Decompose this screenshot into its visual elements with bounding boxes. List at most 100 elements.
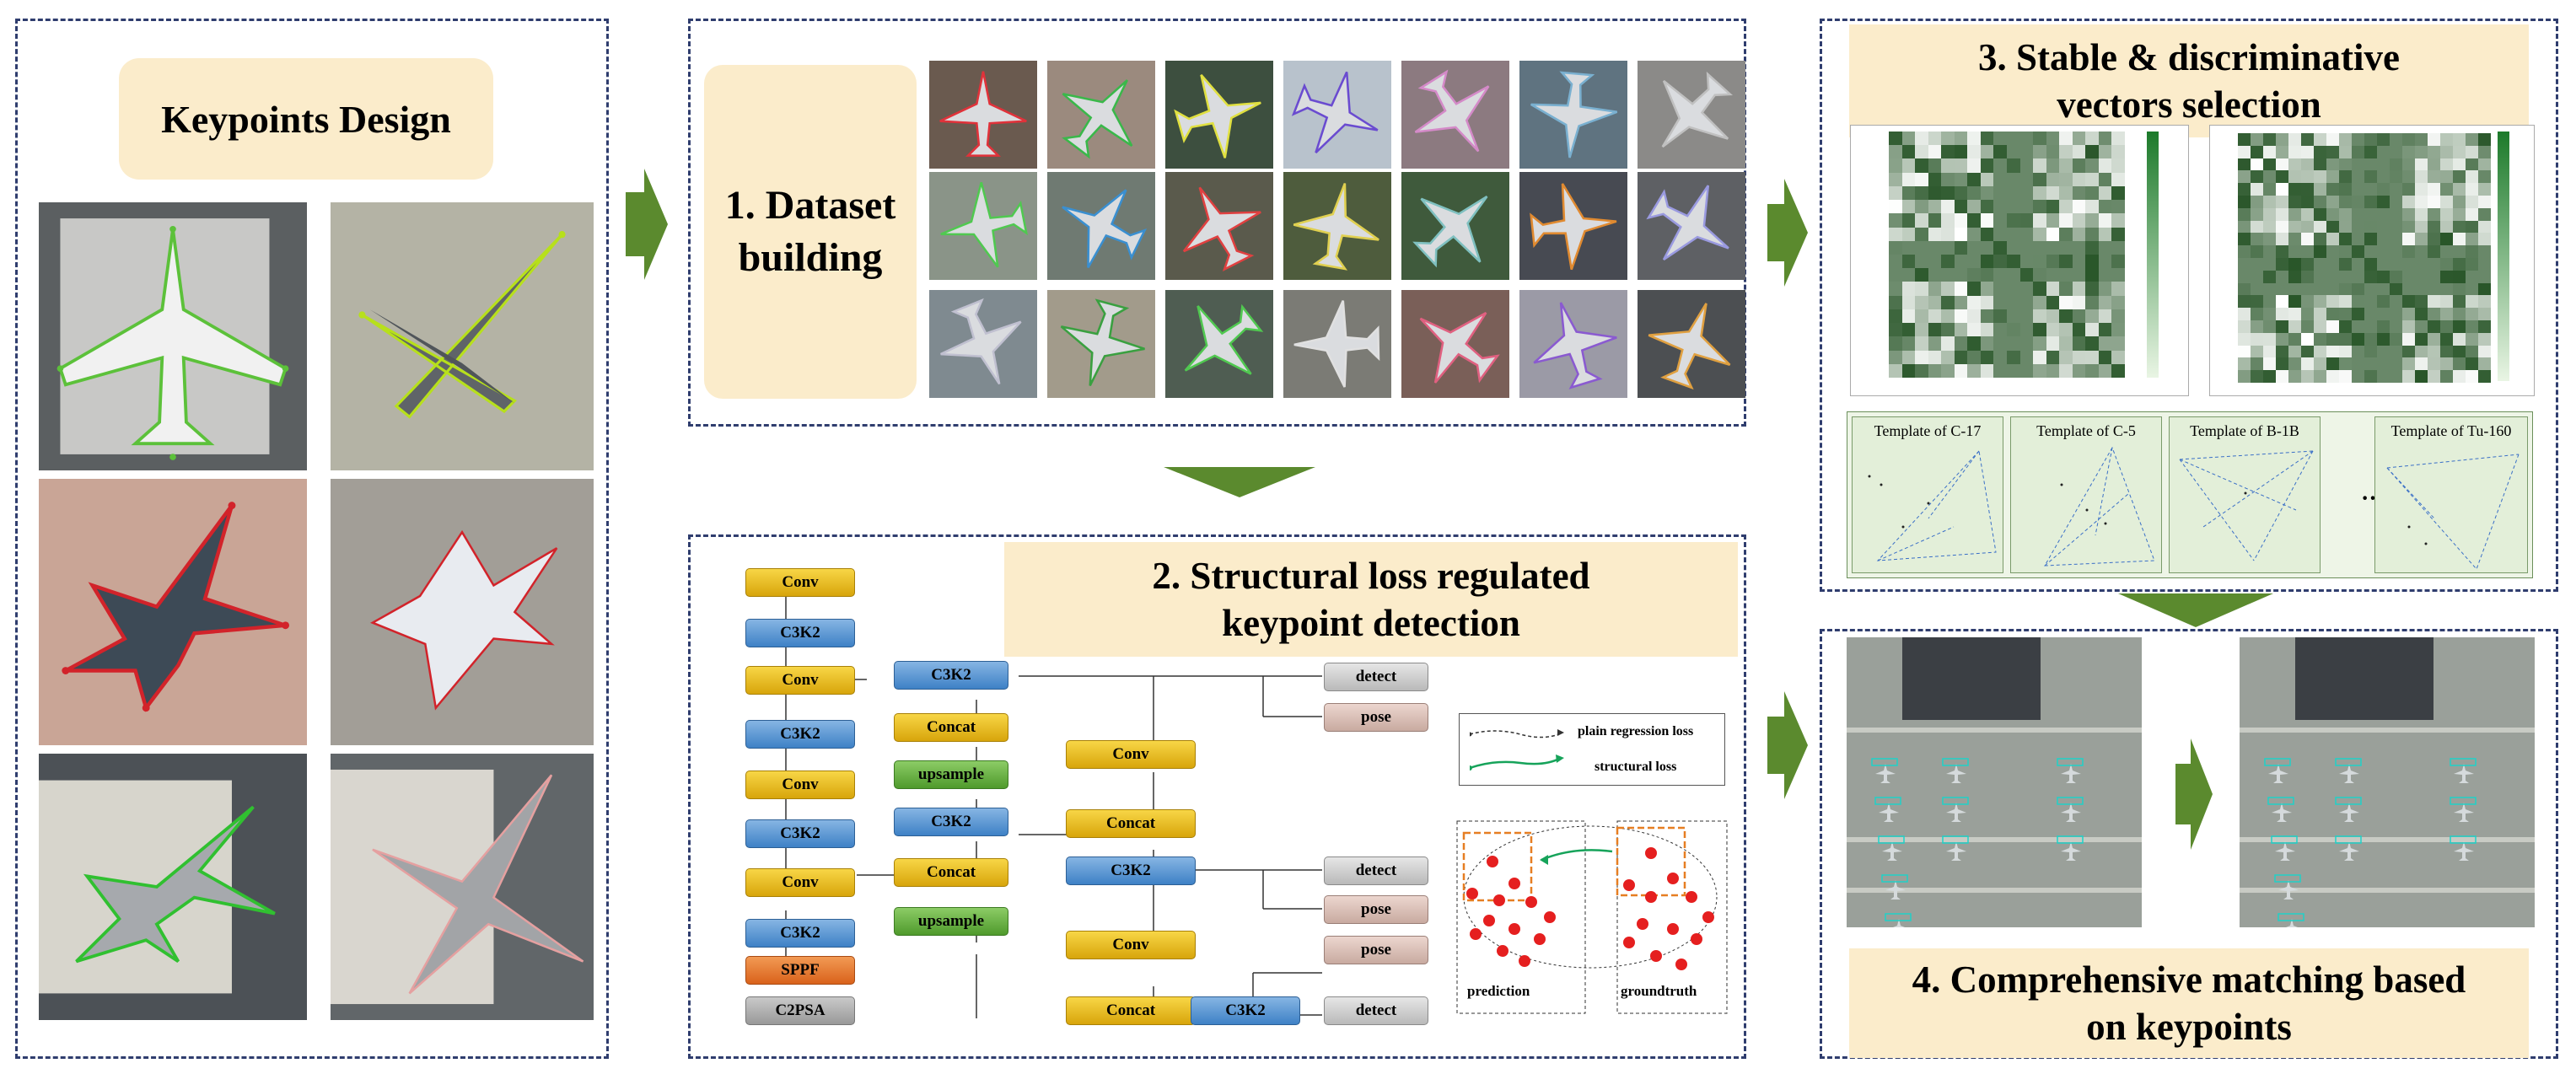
heatmap-cell xyxy=(2453,233,2466,246)
heatmap-cell xyxy=(2453,145,2466,158)
heatmap-cell xyxy=(1928,213,1942,228)
heatmap-cell xyxy=(2326,270,2339,283)
heatmap-cell xyxy=(2098,282,2112,296)
heatmap-cell xyxy=(2098,295,2112,309)
heatmap-cell xyxy=(2033,268,2046,282)
heatmap-cell xyxy=(1993,363,2007,378)
heatmap-cell xyxy=(2098,363,2112,378)
keypoint-image-1 xyxy=(39,202,307,470)
heatmap-cell xyxy=(1928,227,1942,241)
heatmap-cell xyxy=(2033,172,2046,186)
heatmap-cell xyxy=(1954,350,1968,364)
heatmap-cell xyxy=(2276,245,2288,258)
heatmap-cell xyxy=(2352,158,2364,171)
heatmap-cell xyxy=(2415,282,2428,296)
heatmap-cell xyxy=(2276,357,2288,371)
heatmap-cell xyxy=(2046,363,2060,378)
dataset-thumbnail xyxy=(1519,290,1627,398)
heatmap-cell xyxy=(2019,350,2034,364)
dataset-thumbnail xyxy=(1165,290,1273,398)
heatmap-cell xyxy=(1928,323,1942,337)
heatmap-cell xyxy=(2364,133,2377,146)
heatmap-cell xyxy=(2428,282,2440,296)
heatmap-cell xyxy=(2251,257,2263,271)
heatmap-cell xyxy=(2415,345,2428,358)
heatmap-cell xyxy=(2377,233,2390,246)
heatmap-cell xyxy=(2085,132,2099,146)
heatmap-cell xyxy=(2046,323,2060,337)
heatmap-cell xyxy=(2072,185,2086,201)
heatmap-cell xyxy=(2326,170,2339,184)
arrow-right-3 xyxy=(1767,691,1808,799)
heatmap-cell xyxy=(1889,363,1902,378)
heatmap-cell xyxy=(2085,158,2099,173)
heatmap-cell xyxy=(1889,213,1902,228)
heatmap-cell xyxy=(2402,170,2415,184)
dataset-title-line2: building xyxy=(738,235,883,280)
heatmap-cell xyxy=(1941,254,1955,269)
backbone-sppf-module: SPPF xyxy=(745,956,855,985)
heatmap-cell xyxy=(2276,345,2288,358)
heatmap-cell xyxy=(2085,227,2099,241)
heatmap-cell xyxy=(2263,308,2276,320)
heatmap-cell xyxy=(2352,320,2364,333)
heatmap-cell xyxy=(2402,345,2415,358)
heatmap-cell xyxy=(2301,308,2314,320)
heatmap-cell xyxy=(2098,227,2112,241)
heatmap-cell xyxy=(1915,309,1928,324)
keypoints-design-title-text: Keypoints Design xyxy=(161,97,451,141)
heatmap-cell xyxy=(1993,172,2007,186)
heatmap-cell xyxy=(2377,308,2390,320)
heatmap-cell xyxy=(2428,233,2440,246)
heatmap-cell xyxy=(2466,183,2478,196)
heatmap-cell xyxy=(1941,185,1955,201)
heatmap-cell xyxy=(2288,133,2301,146)
heatmap-cell xyxy=(2072,323,2086,337)
heatmap-cell xyxy=(2466,295,2478,309)
heatmap-cell xyxy=(2352,220,2364,234)
heatmap-cell xyxy=(2072,350,2086,364)
heatmap-cell xyxy=(2033,363,2046,378)
heatmap-cell xyxy=(2466,332,2478,346)
heatmap-cell xyxy=(2098,309,2112,324)
heatmap-cell xyxy=(2098,336,2112,351)
heatmap-cell xyxy=(2111,240,2125,255)
heatmap-cell xyxy=(2276,282,2288,296)
heatmap-cell xyxy=(1980,309,1994,324)
heatmap-cell xyxy=(2238,183,2251,196)
heatmap-cell xyxy=(2415,133,2428,146)
heatmap-cell xyxy=(2046,350,2060,364)
arrow-down-1 xyxy=(1164,467,1315,497)
heatmap-cell xyxy=(2098,254,2112,269)
heatmap-cell xyxy=(2276,207,2288,221)
heatmap-cell xyxy=(2390,195,2402,208)
neck-right-concat-module: Concat xyxy=(1066,996,1196,1025)
heatmap-cell xyxy=(1915,254,1928,269)
heatmap-cell xyxy=(2364,195,2377,208)
heatmap-cell xyxy=(1941,309,1955,324)
heatmap-cell xyxy=(2238,270,2251,283)
keypoints-design-title: Keypoints Design xyxy=(119,58,493,180)
heatmap-cell xyxy=(2428,220,2440,234)
heatmap-cell xyxy=(2352,308,2364,320)
heatmap-cell xyxy=(2111,363,2125,378)
heatmap-cell xyxy=(2377,133,2390,146)
heatmap-cell xyxy=(2478,245,2491,258)
matching-title: 4. Comprehensive matching based on keypo… xyxy=(1849,948,2529,1058)
heatmap-cell xyxy=(2377,145,2390,158)
heatmap-cell xyxy=(2326,332,2339,346)
heatmap-cell xyxy=(2019,282,2034,296)
legend-plain-label: plain regression loss xyxy=(1578,724,1694,738)
heatmap-cell xyxy=(1993,309,2007,324)
heatmap-left xyxy=(1889,132,2125,378)
heatmap-cell xyxy=(1967,363,1981,378)
heatmap-cell xyxy=(2006,254,2020,269)
heatmap-cell xyxy=(2276,183,2288,196)
arrow-right-1 xyxy=(626,169,668,280)
neck-right-concat-module: Concat xyxy=(1066,809,1196,838)
heatmap-cell xyxy=(2402,257,2415,271)
matching-title-line1: 4. Comprehensive matching based xyxy=(1912,959,2466,1001)
heatmap-cell xyxy=(1915,158,1928,173)
heatmap-cell xyxy=(2390,170,2402,184)
heatmap-cell xyxy=(2377,220,2390,234)
